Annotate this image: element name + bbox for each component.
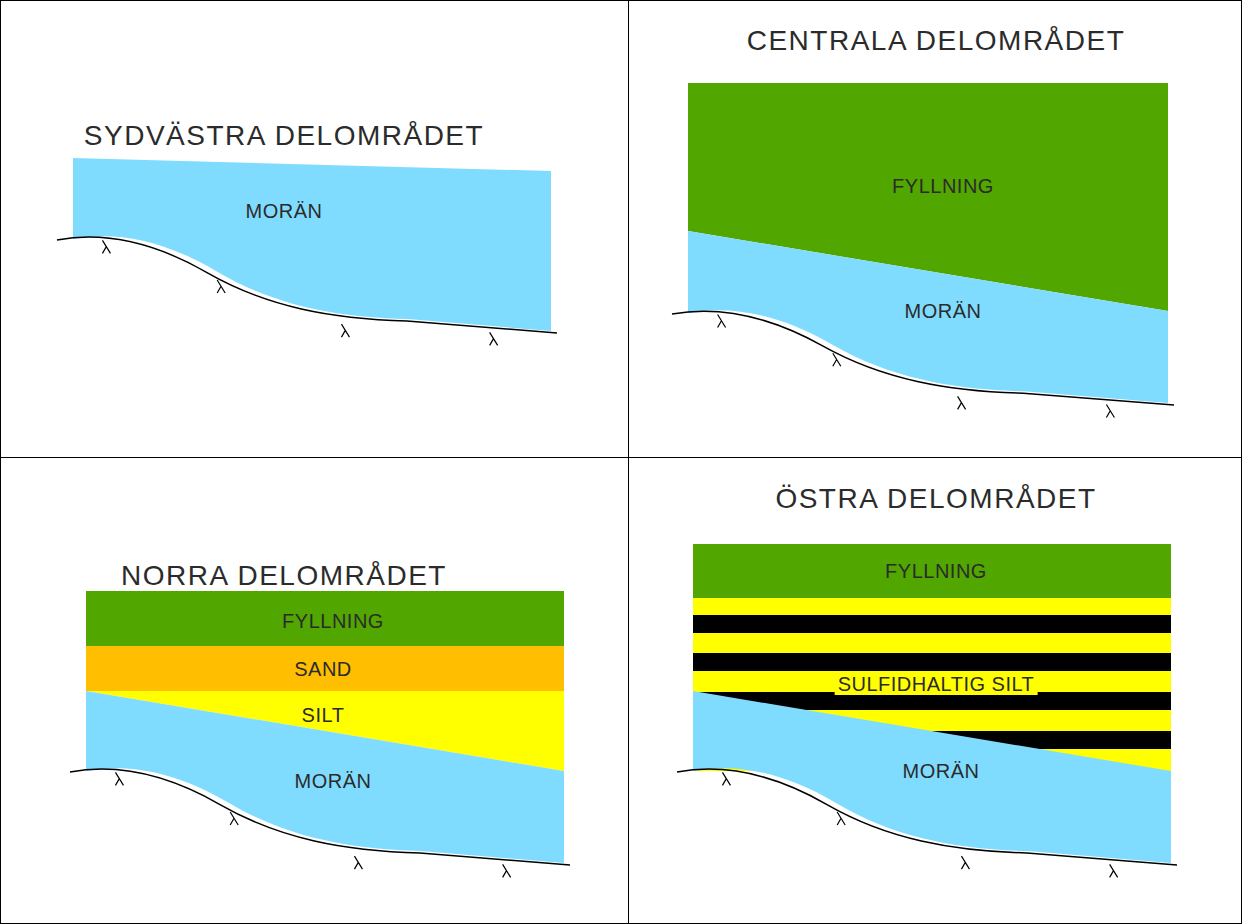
- bedrock-symbol: [230, 812, 238, 825]
- bedrock-symbol: [341, 324, 349, 337]
- soil-layer: MORÄN: [1, 458, 628, 923]
- soil-layer: MORÄN: [1, 1, 628, 457]
- moraine-fill: [688, 231, 1168, 403]
- layer-label: FYLLNING: [885, 560, 987, 582]
- area-title: NORRA DELOMRÅDET: [121, 561, 447, 592]
- bedrock-line: [672, 311, 1174, 405]
- bedrock-symbol: [837, 812, 845, 825]
- area-title: CENTRALA DELOMRÅDET: [747, 26, 1126, 57]
- layer-label: MORÄN: [295, 770, 372, 792]
- area-title: SYDVÄSTRA DELOMRÅDET: [84, 121, 484, 152]
- layer-fill: [86, 646, 564, 691]
- bedrock-symbol: [958, 396, 966, 409]
- bedrock-symbol: [722, 772, 730, 785]
- area-panel: ÖSTRA DELOMRÅDET FYLLNING SULFIDHALTIG SIL…: [628, 457, 1242, 924]
- layer-label: SAND: [294, 658, 352, 680]
- bedrock-line: [57, 237, 557, 333]
- layer-label: MORÄN: [246, 200, 323, 222]
- area-panel: SYDVÄSTRA DELOMRÅDET MORÄN: [0, 0, 629, 458]
- bedrock-symbol: [503, 864, 511, 877]
- layer-fill: [693, 544, 1171, 598]
- layer-label: MORÄN: [903, 760, 980, 782]
- layer-fill: [86, 591, 564, 646]
- bedrock-symbol: [115, 772, 123, 785]
- layer-shape: [1, 1, 628, 457]
- moraine-fill: [73, 158, 551, 331]
- sulfide-stripe: [693, 653, 1171, 671]
- bedrock-symbol: [833, 353, 841, 366]
- sulfide-stripe: [693, 615, 1171, 633]
- area-panel: CENTRALA DELOMRÅDET FYLLNING MORÄN: [628, 0, 1242, 458]
- bedrock-symbol: [217, 280, 225, 293]
- layer-label: SILT: [302, 704, 345, 726]
- layer-label: SULFIDHALTIG SILT: [835, 673, 1038, 695]
- layer-shape: [1, 458, 628, 923]
- layer-label: FYLLNING: [892, 175, 994, 197]
- soil-layer: MORÄN: [629, 1, 1241, 457]
- bedrock-symbol: [102, 240, 110, 253]
- bedrock-symbol: [490, 332, 498, 345]
- layer-label: FYLLNING: [282, 610, 384, 632]
- bedrock-line: [677, 769, 1177, 865]
- area-panel: NORRA DELOMRÅDET FYLLNING SAND SILT MORÄN: [0, 457, 629, 924]
- layer-shape: [629, 1, 1241, 457]
- bedrock-symbol: [1106, 405, 1114, 418]
- bedrock-symbol: [354, 856, 362, 869]
- bedrock-symbol: [718, 315, 726, 328]
- area-title: ÖSTRA DELOMRÅDET: [775, 484, 1096, 515]
- bedrock-line: [70, 769, 570, 865]
- layer-label: MORÄN: [905, 300, 982, 322]
- bedrock-symbol: [1110, 864, 1118, 877]
- bedrock-symbol: [961, 856, 969, 869]
